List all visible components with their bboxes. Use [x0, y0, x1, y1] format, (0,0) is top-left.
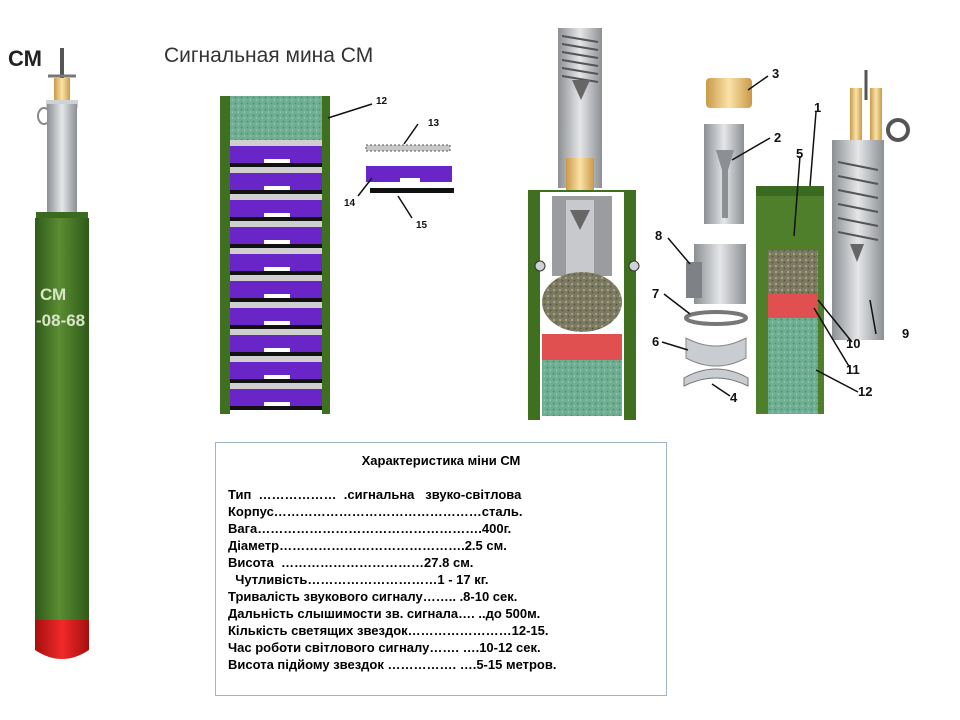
star-pellet	[230, 308, 322, 325]
callout-15: 15	[416, 220, 428, 231]
star-column-section	[220, 96, 330, 414]
star-pellet	[230, 281, 322, 298]
star-element-parts	[365, 144, 454, 193]
star-disc	[230, 271, 322, 275]
star-separator	[230, 194, 322, 200]
callout-6: 6	[652, 334, 660, 349]
callout-2: 2	[774, 130, 782, 145]
spec-line: Тривалість звукового сигналу…….. .8-10 с…	[228, 589, 518, 604]
callout-1: 1	[814, 100, 822, 115]
star-disc	[230, 163, 322, 167]
body-marking-2: -08-68	[36, 311, 85, 330]
star-separator	[230, 356, 322, 362]
page-title: Сигнальная мина СМ	[164, 44, 374, 67]
star-pellet	[230, 389, 322, 406]
body-marking-1: СМ	[40, 285, 66, 304]
callout-4: 4	[730, 390, 738, 405]
star-separator	[230, 329, 322, 335]
spec-line: Кількість светящих звездок……………………12-15.	[228, 623, 549, 638]
callout-12a: 12	[376, 96, 388, 107]
star-disc	[230, 406, 322, 410]
spec-line: Корпус…………………………………………сталь.	[228, 504, 523, 519]
star-separator	[230, 140, 322, 146]
star-separator	[230, 167, 322, 173]
mine-label: СМ	[8, 46, 42, 71]
spec-line: Діаметр…………………………………….2.5 см.	[228, 538, 507, 553]
star-separator	[230, 275, 322, 281]
spec-line: Чутливість…………………………1 - 17 кг.	[228, 572, 489, 587]
star-disc	[230, 298, 322, 302]
star-pellet	[230, 200, 322, 217]
star-disc	[230, 217, 322, 221]
callout-3: 3	[772, 66, 780, 81]
star-separator	[230, 302, 322, 308]
star-pellet	[230, 335, 322, 352]
star-disc	[230, 379, 322, 383]
star-disc	[230, 352, 322, 356]
callout-9: 9	[902, 326, 910, 341]
spec-line: Дальність слышимости зв. сигнала…. ..до …	[228, 606, 541, 621]
spec-box: Характеристика міни СМ Тип ……………… .сигна…	[215, 442, 667, 696]
callout-11: 11	[846, 362, 860, 377]
star-pellet	[230, 146, 322, 163]
star-separator	[230, 248, 322, 254]
callout-10: 10	[846, 336, 861, 351]
mine-cutaway	[528, 28, 640, 420]
star-disc	[230, 325, 322, 329]
callout-13: 13	[428, 118, 440, 129]
star-pellet	[230, 362, 322, 379]
spec-line: Висота ……………………………27.8 см.	[228, 555, 474, 570]
mine-full-view: СМ -08-68	[35, 48, 89, 659]
exploded-parts	[683, 70, 910, 414]
star-pellet	[230, 227, 322, 244]
star-separator	[230, 221, 322, 227]
star-disc	[230, 244, 322, 248]
callout-8: 8	[655, 228, 663, 243]
spec-line: Висота підйому звездок ……………. ….5-15 мет…	[228, 657, 557, 672]
callout-12b: 12	[858, 384, 873, 399]
star-disc	[230, 190, 322, 194]
callout-14: 14	[344, 198, 356, 209]
spec-line: Вага…………………………………………….400г.	[228, 521, 512, 536]
spec-line: Час роботи світлового сигналу……. ….10-12…	[228, 640, 541, 655]
callout-5: 5	[796, 146, 804, 161]
callout-leaders	[327, 75, 877, 397]
spec-line: Тип ……………… .сигнальна звуко-світлова	[228, 487, 522, 502]
star-separator	[230, 383, 322, 389]
star-pellet	[230, 254, 322, 271]
star-pellet	[230, 173, 322, 190]
spec-title: Характеристика міни СМ	[361, 453, 521, 468]
callout-7: 7	[652, 286, 660, 301]
